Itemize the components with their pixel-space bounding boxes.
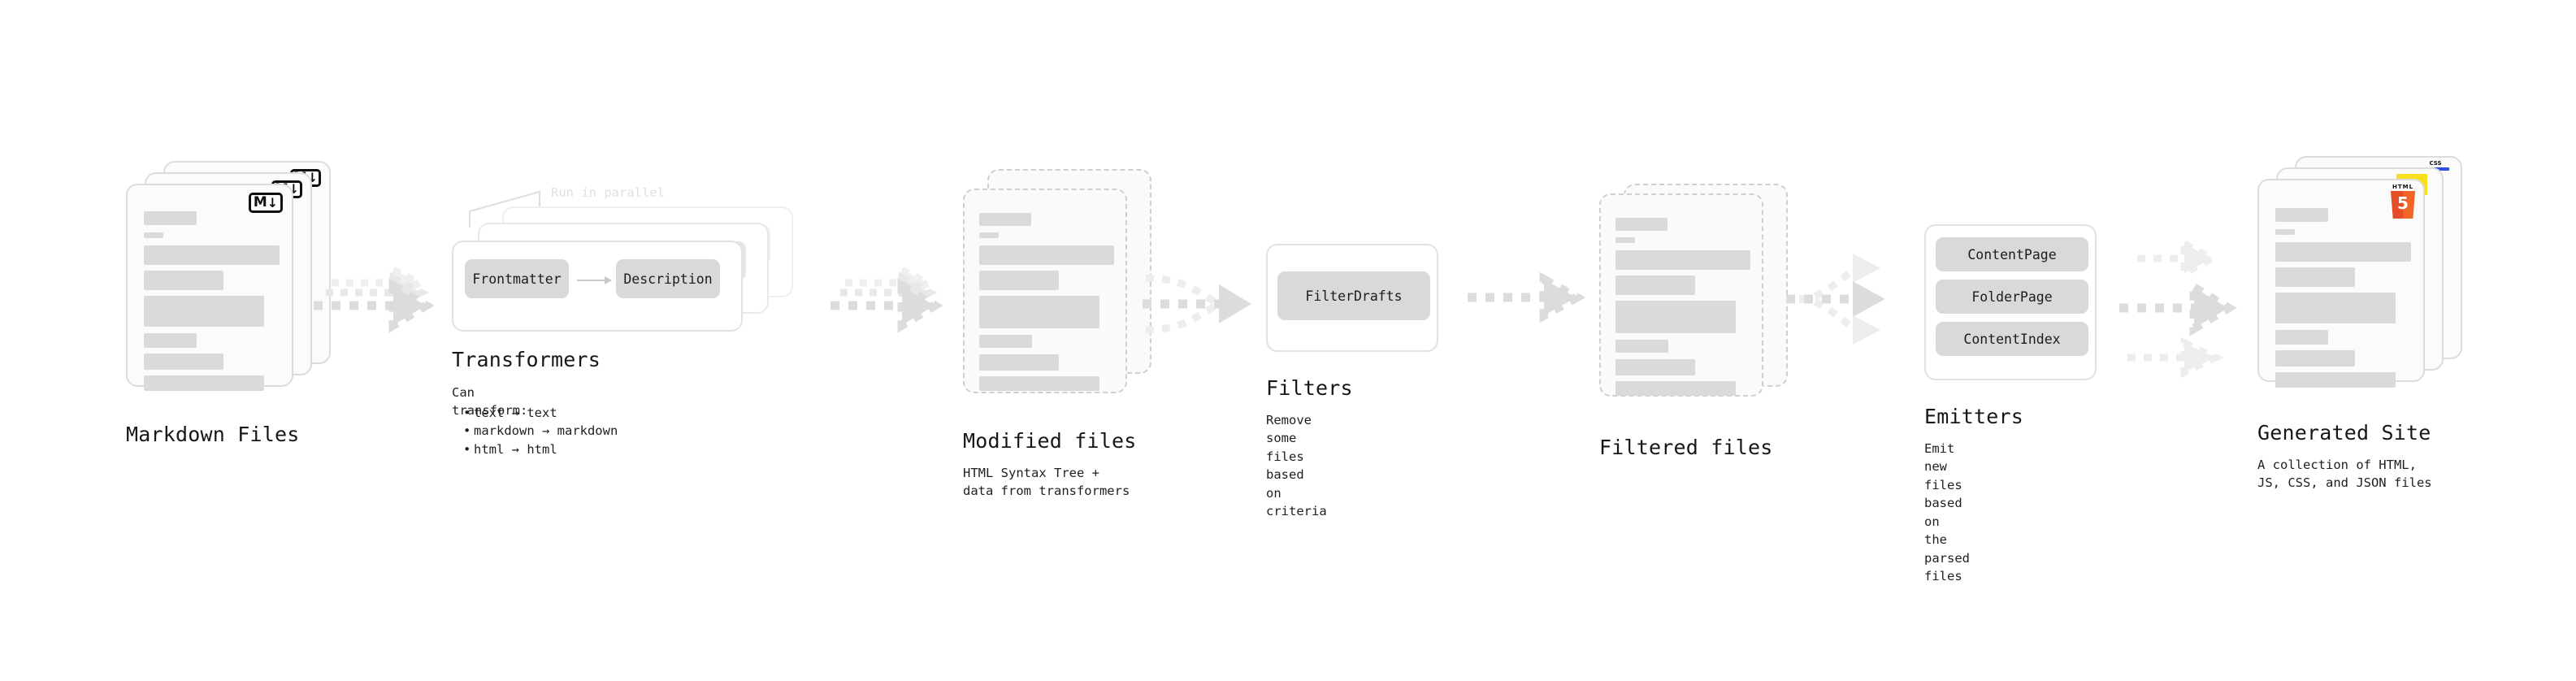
pill-folderpage[interactable]: FolderPage (1936, 280, 2088, 314)
skeleton-line (979, 232, 999, 238)
css3-icon-label: CSS (2429, 160, 2442, 167)
skeleton-line (979, 335, 1032, 348)
html5-icon-shield: 5 (2391, 191, 2415, 219)
skeleton-line (1615, 237, 1635, 243)
skeleton-line (2275, 242, 2411, 262)
list-item: text → text (463, 404, 618, 423)
skeleton-line (2275, 208, 2328, 222)
skeleton-line (1615, 359, 1695, 375)
skeleton-line (979, 354, 1059, 371)
stage-markdown-files: M↓ M↓ M↓ Markdown F (126, 161, 331, 446)
stage-title-markdown-files: Markdown Files (126, 423, 300, 446)
file-sheet-front (963, 189, 1127, 393)
skeleton-line (144, 211, 197, 225)
stage-filtered-files: Filtered files (1599, 184, 1788, 459)
filters-box: FilterDrafts (1266, 244, 1438, 352)
skeleton-line (1615, 301, 1736, 333)
connector-modified-to-filters (1134, 262, 1264, 351)
skeleton-line (144, 296, 264, 327)
stage-title-filtered-files: Filtered files (1599, 436, 1773, 459)
connector-filters-to-filtered (1463, 271, 1586, 327)
pill-frontmatter[interactable]: Frontmatter (465, 259, 569, 298)
stage-title-emitters: Emitters (1924, 405, 2024, 428)
skeleton-line (144, 375, 264, 391)
emitters-box: ContentPage FolderPage ContentIndex (1924, 224, 2097, 380)
skeleton-line (144, 333, 197, 348)
skeleton-line (144, 232, 163, 238)
skeleton-line (2275, 267, 2355, 287)
markdown-icon-letter: M (253, 194, 267, 210)
transform-capability-list: text → text markdown → markdown html → h… (463, 404, 618, 459)
connector-md-to-transformers (309, 263, 463, 341)
stage-generated-site: CSS HTML 5 (2257, 156, 2462, 490)
skeleton-line (2275, 330, 2328, 345)
skeleton-line (1615, 381, 1736, 396)
skeleton-line (979, 245, 1114, 265)
html5-icon: HTML 5 (2391, 184, 2415, 219)
skeleton-line (144, 354, 223, 370)
stage-title-filters: Filters (1266, 376, 1353, 400)
transformer-layer-front: Frontmatter Description (452, 241, 743, 332)
skeleton-line (979, 213, 1031, 226)
skeleton-line (979, 296, 1099, 328)
html5-icon-label: HTML (2392, 184, 2414, 190)
stage-title-modified-files: Modified files (963, 429, 1137, 453)
stage-title-transformers: Transformers (452, 348, 601, 371)
stage-subtitle-generated-site: A collection of HTML, JS, CSS, and JSON … (2257, 458, 2432, 491)
run-in-parallel-leader (469, 190, 540, 228)
stage-modified-files: Modified files HTML Syntax Tree + data f… (963, 169, 1151, 498)
pill-filterdrafts[interactable]: FilterDrafts (1277, 271, 1430, 320)
html5-icon-five: 5 (2397, 193, 2409, 213)
generated-file-stack: CSS HTML 5 (2257, 156, 2462, 392)
stage-subtitle-modified-files: HTML Syntax Tree + data from transformer… (963, 466, 1130, 499)
connector-filtered-to-emitters (1772, 236, 1902, 366)
skeleton-line (2275, 350, 2355, 367)
skeleton-line (979, 376, 1099, 391)
skeleton-line (1615, 275, 1695, 295)
markdown-icon-arrow: ↓ (267, 194, 279, 210)
connector-transformers-to-modified (819, 263, 965, 341)
list-item: markdown → markdown (463, 422, 618, 440)
skeleton-line (144, 245, 280, 265)
pill-contentpage[interactable]: ContentPage (1936, 237, 2088, 271)
skeleton-line (2275, 229, 2295, 235)
skeleton-line (1615, 218, 1667, 231)
skeleton-line (1615, 250, 1750, 270)
file-sheet-front: M↓ (126, 184, 293, 391)
transform-arrow-front (577, 276, 612, 284)
pill-description[interactable]: Description (616, 259, 720, 298)
filtered-file-stack (1599, 184, 1788, 411)
stage-subtitle-filters: Remove some files based on criteria (1266, 413, 1327, 519)
file-sheet-front (1599, 193, 1763, 397)
connector-emitters-to-site (2113, 231, 2259, 379)
pill-contentindex[interactable]: ContentIndex (1936, 322, 2088, 356)
skeleton-line (1615, 340, 1668, 353)
stage-subtitle-emitters: Emit new files based on the parsed files (1924, 441, 1970, 584)
skeleton-line (144, 271, 223, 290)
skeleton-line (979, 271, 1059, 290)
markdown-icon: M↓ (249, 193, 283, 213)
file-sheet-front: HTML 5 (2257, 179, 2425, 388)
markdown-file-stack: M↓ M↓ M↓ (126, 161, 331, 395)
skeleton-line (2275, 372, 2396, 388)
skeleton-line (2275, 293, 2396, 323)
list-item: html → html (463, 440, 618, 459)
annotation-run-in-parallel: Run in parallel (551, 185, 665, 200)
modified-file-stack (963, 169, 1151, 405)
stage-title-generated-site: Generated Site (2257, 421, 2431, 445)
